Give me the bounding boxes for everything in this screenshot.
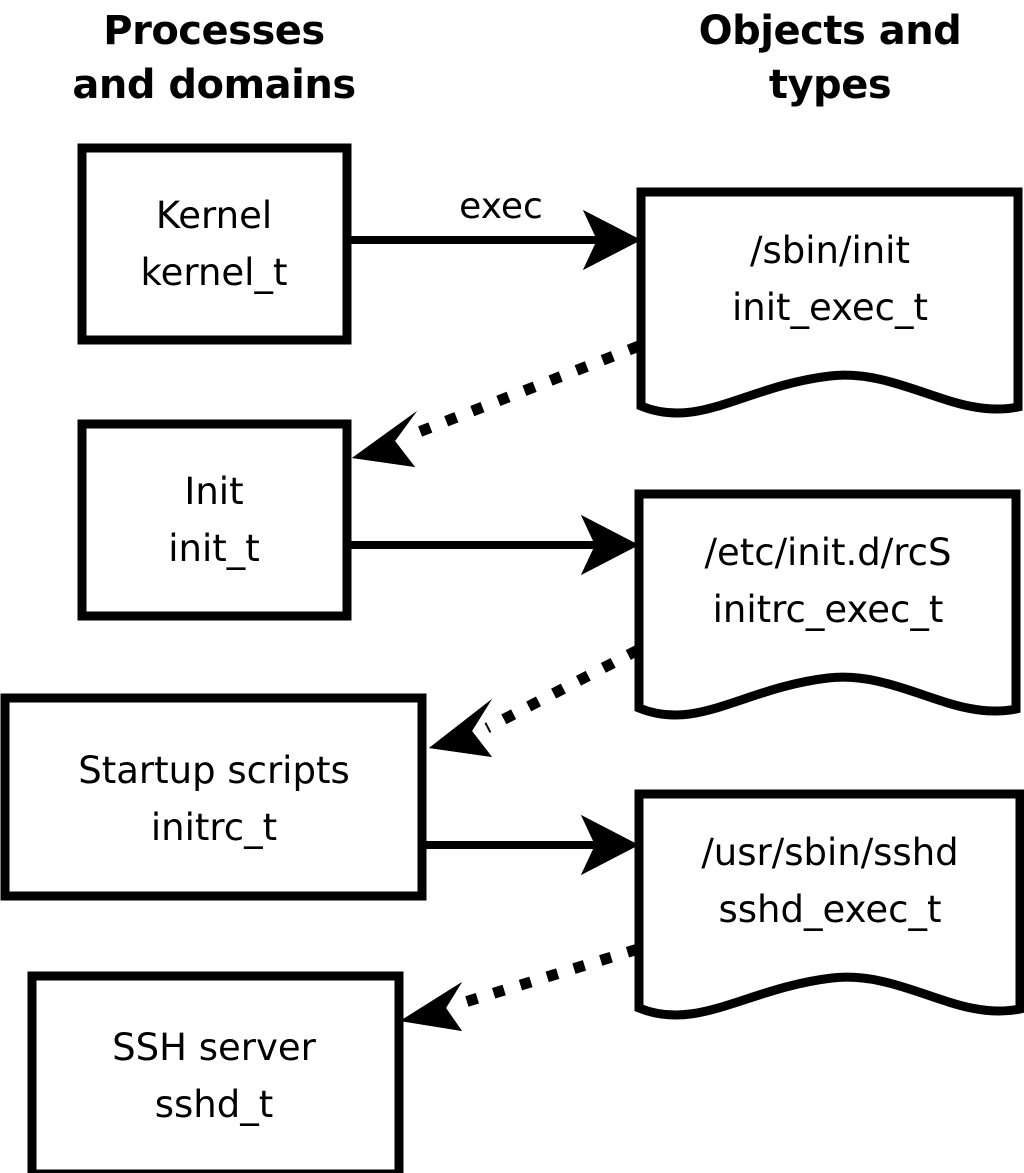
node-init_exec[interactable]: /sbin/init init_exec_t: [636, 187, 1023, 418]
edge-line-initrc_exec-to-initrc: [484, 645, 641, 733]
node-initrc[interactable]: Startup scripts initrc_t: [0, 693, 427, 901]
column-header-right-line2: types: [769, 62, 891, 108]
column-header-left-line1: Processes: [103, 8, 324, 54]
column-header-left-line2: and domains: [72, 62, 355, 108]
edge-label-exec: exec: [459, 186, 543, 227]
node-sshd[interactable]: SSH server sshd_t: [27, 971, 404, 1173]
arrowhead-overlay-init-to-initrc_exec: [581, 515, 639, 575]
node-init-name: Init: [184, 470, 243, 513]
node-box-sshd[interactable]: [27, 971, 404, 1173]
node-initrc_exec-type: initrc_exec_t: [713, 588, 944, 631]
node-kernel-type: kernel_t: [141, 251, 288, 294]
node-init-type: init_t: [168, 527, 260, 570]
column-header-right-line1: Objects and: [699, 8, 962, 54]
node-box-kernel[interactable]: [77, 143, 352, 345]
node-initrc-name: Startup scripts: [78, 749, 349, 792]
arrowhead-overlay-initrc-to-sshd_exec: [581, 815, 639, 875]
node-init_exec-path: /sbin/init: [750, 229, 910, 272]
arrowhead-overlay-sshd_exec-to-sshd: [400, 982, 462, 1031]
edge-line-init_exec-to-init: [403, 340, 642, 443]
column-header-objects-and-types: Objects and types: [699, 8, 962, 108]
arrowhead-overlay-kernel-to-init_exec: [583, 210, 641, 270]
node-doc-init_exec[interactable]: [636, 187, 1023, 418]
edge-line-sshd_exec-to-sshd: [460, 943, 640, 1009]
node-sshd-name: SSH server: [112, 1026, 316, 1069]
node-initrc-type: initrc_t: [151, 806, 277, 849]
arrowhead-overlay-initrc_exec-to-initrc: [429, 699, 492, 757]
node-sshd_exec[interactable]: /usr/sbin/sshd sshd_exec_t: [634, 789, 1024, 1020]
node-kernel-name: Kernel: [156, 194, 272, 237]
node-sshd-type: sshd_t: [155, 1083, 274, 1126]
node-init_exec-type: init_exec_t: [732, 286, 928, 329]
arrowhead-overlays: [352, 210, 641, 1031]
node-doc-initrc_exec[interactable]: [634, 489, 1021, 720]
arrowhead-overlay-init_exec-to-init: [352, 411, 417, 467]
node-initrc_exec[interactable]: /etc/init.d/rcS initrc_exec_t: [634, 489, 1021, 720]
node-sshd_exec-type: sshd_exec_t: [719, 888, 942, 931]
node-doc-sshd_exec[interactable]: [634, 789, 1024, 1020]
node-kernel[interactable]: Kernel kernel_t: [77, 143, 352, 345]
node-box-initrc[interactable]: [0, 693, 427, 901]
node-box-init[interactable]: [77, 419, 352, 621]
node-init[interactable]: Init init_t: [77, 419, 352, 621]
node-sshd_exec-path: /usr/sbin/sshd: [701, 831, 958, 874]
node-initrc_exec-path: /etc/init.d/rcS: [704, 531, 951, 574]
column-header-processes-and-domains: Processes and domains: [72, 8, 356, 108]
